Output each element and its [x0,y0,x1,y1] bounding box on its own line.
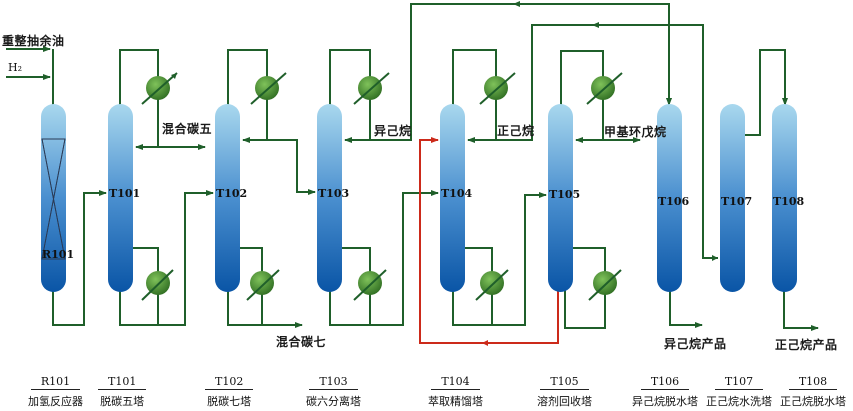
t104-reboiler-pipe [465,247,493,325]
feed-label-hydrogen: H₂ [8,61,23,74]
stream-label-isohexane: 异己烷 [374,124,412,138]
reboiler-t105-icon [588,269,622,301]
legend-t106: T106 异己烷脱水塔 [632,370,698,409]
legend-code: T103 [309,375,358,390]
legend-code: R101 [30,375,81,390]
legend-name: 加氢反应器 [28,395,83,408]
tag-t107: T107 [721,195,753,208]
feed-label-raffinate: 重整抽余油 [2,34,65,48]
column-t104 [440,104,465,292]
reboiler-t101-icon [141,269,174,301]
column-t103 [317,104,342,292]
legend-t102: T102 脱碳七塔 [205,370,254,409]
legend-name: 碳六分离塔 [306,395,361,408]
flow-arrow-t107-feed [712,255,718,261]
legend-name: 脱碳七塔 [207,395,252,408]
legend-t101: T101 脱碳五塔 [98,370,147,409]
t108-product-pipe [783,290,819,331]
catalyst-bed-icon [41,138,66,260]
condenser-t102-icon [250,72,287,105]
legend-r101: R101 加氢反应器 [28,370,83,409]
legend-name: 脱碳五塔 [100,395,145,408]
legend-name: 萃取精馏塔 [428,395,483,408]
legend-t103: T103 碳六分离塔 [306,370,361,409]
legend-name: 异己烷脱水塔 [632,395,698,408]
legend-code: T104 [431,375,480,390]
solvent-recycle-pipe [419,137,559,344]
flow-arrow-t106-in [666,98,672,104]
stream-label-isohexane-product: 异己烷产品 [664,337,727,351]
t104-nhexane-pipe [496,24,718,259]
column-t107 [720,104,745,292]
tag-t106: T106 [658,195,690,208]
legend-name: 溶剂回收塔 [537,395,592,408]
stream-label-mixed-c7: 混合碳七 [276,335,327,349]
condenser-t104-icon [479,72,516,105]
legend-t104: T104 萃取精馏塔 [428,370,483,409]
t103-reboiler-pipe [342,247,371,325]
condenser-t101-icon [141,72,178,105]
tag-t108: T108 [773,195,805,208]
stream-label-n-hexane: 正己烷 [497,124,535,138]
t102-reboiler-pipe [240,247,263,325]
t102-to-t103-pipe [267,139,316,195]
legend-code: T108 [788,375,838,390]
tag-t102: T102 [216,187,248,200]
legend-name: 正己烷脱水塔 [780,395,846,408]
legend-code: T106 [640,375,690,390]
tag-t101: T101 [109,187,141,200]
legend-name: 正己烷水洗塔 [706,395,772,408]
stream-label-methylcyclopentane: 甲基环戊烷 [604,125,667,139]
stream-label-mixed-c5: 混合碳五 [162,122,213,136]
legend-t105: T105 溶剂回收塔 [537,370,592,409]
heat-exchangers [141,72,623,301]
tag-t105: T105 [549,188,581,201]
reboiler-t103-icon [353,269,387,301]
flow-arrow-top-2 [592,22,599,28]
t104-bottom-pipe [452,192,547,326]
condenser-t105-icon [586,72,623,105]
legend-t107: T107 正己烷水洗塔 [706,370,772,409]
reboiler-t102-icon [246,269,280,301]
legend-code: T101 [98,375,147,390]
legend-code: T102 [205,375,254,390]
t101-reboiler-pipe [133,247,159,325]
column-t105 [548,104,573,292]
condenser-t103-icon [353,72,390,105]
t105-reboiler-pipe [564,247,606,329]
columns [41,104,797,292]
column-t108 [772,104,797,292]
column-t106 [657,104,682,292]
t101-bottom-pipe [119,190,214,326]
t102-c7-out-pipe [227,290,303,328]
legend-code: T105 [540,375,589,390]
t107-to-t108-pipe [745,49,788,136]
column-t101 [108,104,133,292]
reboiler-t104-icon [475,269,509,301]
column-t102 [215,104,240,292]
legend-t108: T108 正己烷脱水塔 [780,370,846,409]
tag-t104: T104 [441,187,473,200]
stream-label-n-hexane-product: 正己烷产品 [775,338,838,352]
t103-bottom-pipe [329,190,439,326]
tag-r101: R101 [42,248,75,261]
recycle-flow-arrow [482,340,488,346]
tag-t103: T103 [318,187,350,200]
r101-to-t101-pipe [52,190,107,326]
flow-arrow-top-1 [513,1,520,7]
t103-isohexane-pipe [370,3,672,141]
t106-product-pipe [669,290,703,328]
legend-code: T107 [714,375,764,390]
